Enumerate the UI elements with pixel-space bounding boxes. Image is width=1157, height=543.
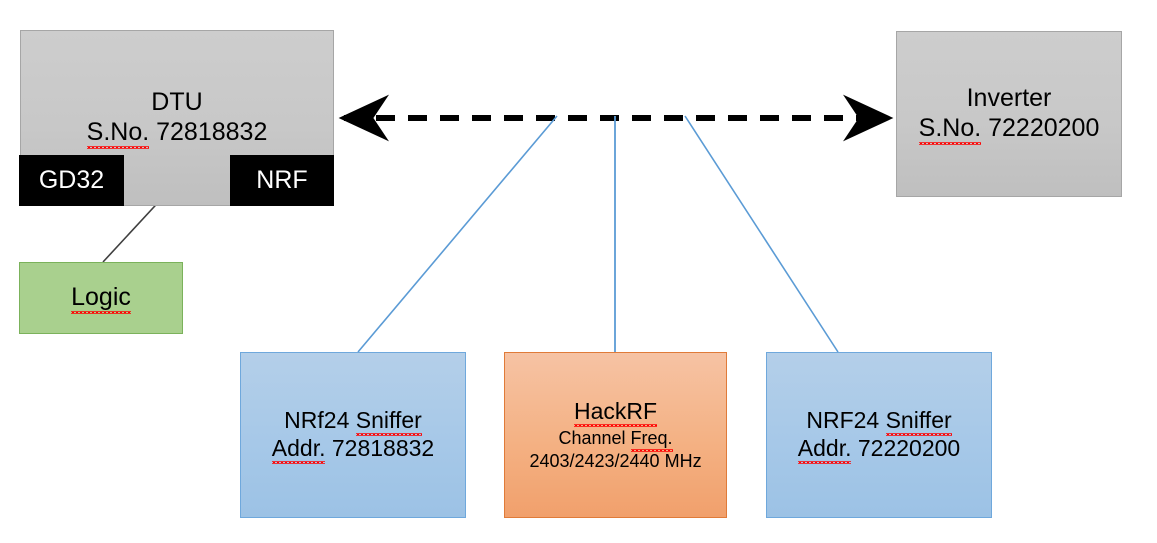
sniffer-left-title: NRf24 Sniffer xyxy=(284,406,422,437)
sniffer-right-title-a: NRF24 xyxy=(806,406,880,433)
sniffer-right-addr-value: 72220200 xyxy=(857,435,961,461)
inverter-title: Inverter xyxy=(966,84,1052,112)
node-nrf[interactable]: NRF xyxy=(230,155,334,206)
dtu-title: DTU xyxy=(151,88,203,116)
sniffer-right-addr: Addr. 72220200 xyxy=(797,435,961,465)
dtu-serial: S.No. 72818832 xyxy=(86,118,267,149)
hackrf-channel-label: Channel Freq. xyxy=(558,428,673,452)
node-sniffer-left[interactable]: NRf24 Sniffer Addr. 72818832 xyxy=(240,352,466,518)
inverter-serial-prefix: S.No. xyxy=(918,114,981,145)
logic-label-wrap: Logic xyxy=(71,283,131,314)
sniffer-left-addr-prefix: Addr. xyxy=(271,435,325,465)
connector-tap-right xyxy=(684,115,839,353)
hackrf-freq-word: Freq. xyxy=(630,428,673,452)
hackrf-title-wrap: HackRF xyxy=(573,398,658,428)
dtu-serial-value-wrap: 72818832 xyxy=(149,118,267,146)
node-hackrf[interactable]: HackRF Channel Freq. 2403/2423/2440 MHz xyxy=(504,352,727,518)
hackrf-title: HackRF xyxy=(573,398,658,428)
hackrf-frequencies: 2403/2423/2440 MHz xyxy=(529,450,702,471)
connector-tap-left xyxy=(357,115,558,353)
sniffer-left-title-b: Sniffer xyxy=(355,407,422,437)
sniffer-left-addr: Addr. 72818832 xyxy=(271,435,435,465)
sniffer-right-title: NRF24 Sniffer xyxy=(806,406,952,437)
sniffer-left-addr-value: 72818832 xyxy=(331,435,435,461)
logic-label: Logic xyxy=(71,283,131,314)
nrf-label: NRF xyxy=(256,165,308,194)
node-sniffer-right[interactable]: NRF24 Sniffer Addr. 72220200 xyxy=(766,352,992,518)
sniffer-right-title-b: Sniffer xyxy=(885,407,952,437)
sniffer-left-title-a: NRf24 xyxy=(284,406,350,433)
node-inverter[interactable]: Inverter S.No. 72220200 xyxy=(896,31,1122,197)
node-gd32[interactable]: GD32 xyxy=(19,155,124,206)
dtu-serial-prefix: S.No. xyxy=(86,118,149,149)
inverter-serial: S.No. 72220200 xyxy=(918,114,1099,145)
gd32-label: GD32 xyxy=(38,165,105,194)
sniffer-right-addr-prefix: Addr. xyxy=(797,435,851,465)
node-logic[interactable]: Logic xyxy=(19,262,183,334)
inverter-serial-value: 72220200 xyxy=(988,113,1100,142)
dtu-serial-value: 72818832 xyxy=(156,117,268,146)
hackrf-channel-word: Channel xyxy=(558,428,626,449)
inverter-serial-value-wrap: 72220200 xyxy=(981,114,1099,142)
